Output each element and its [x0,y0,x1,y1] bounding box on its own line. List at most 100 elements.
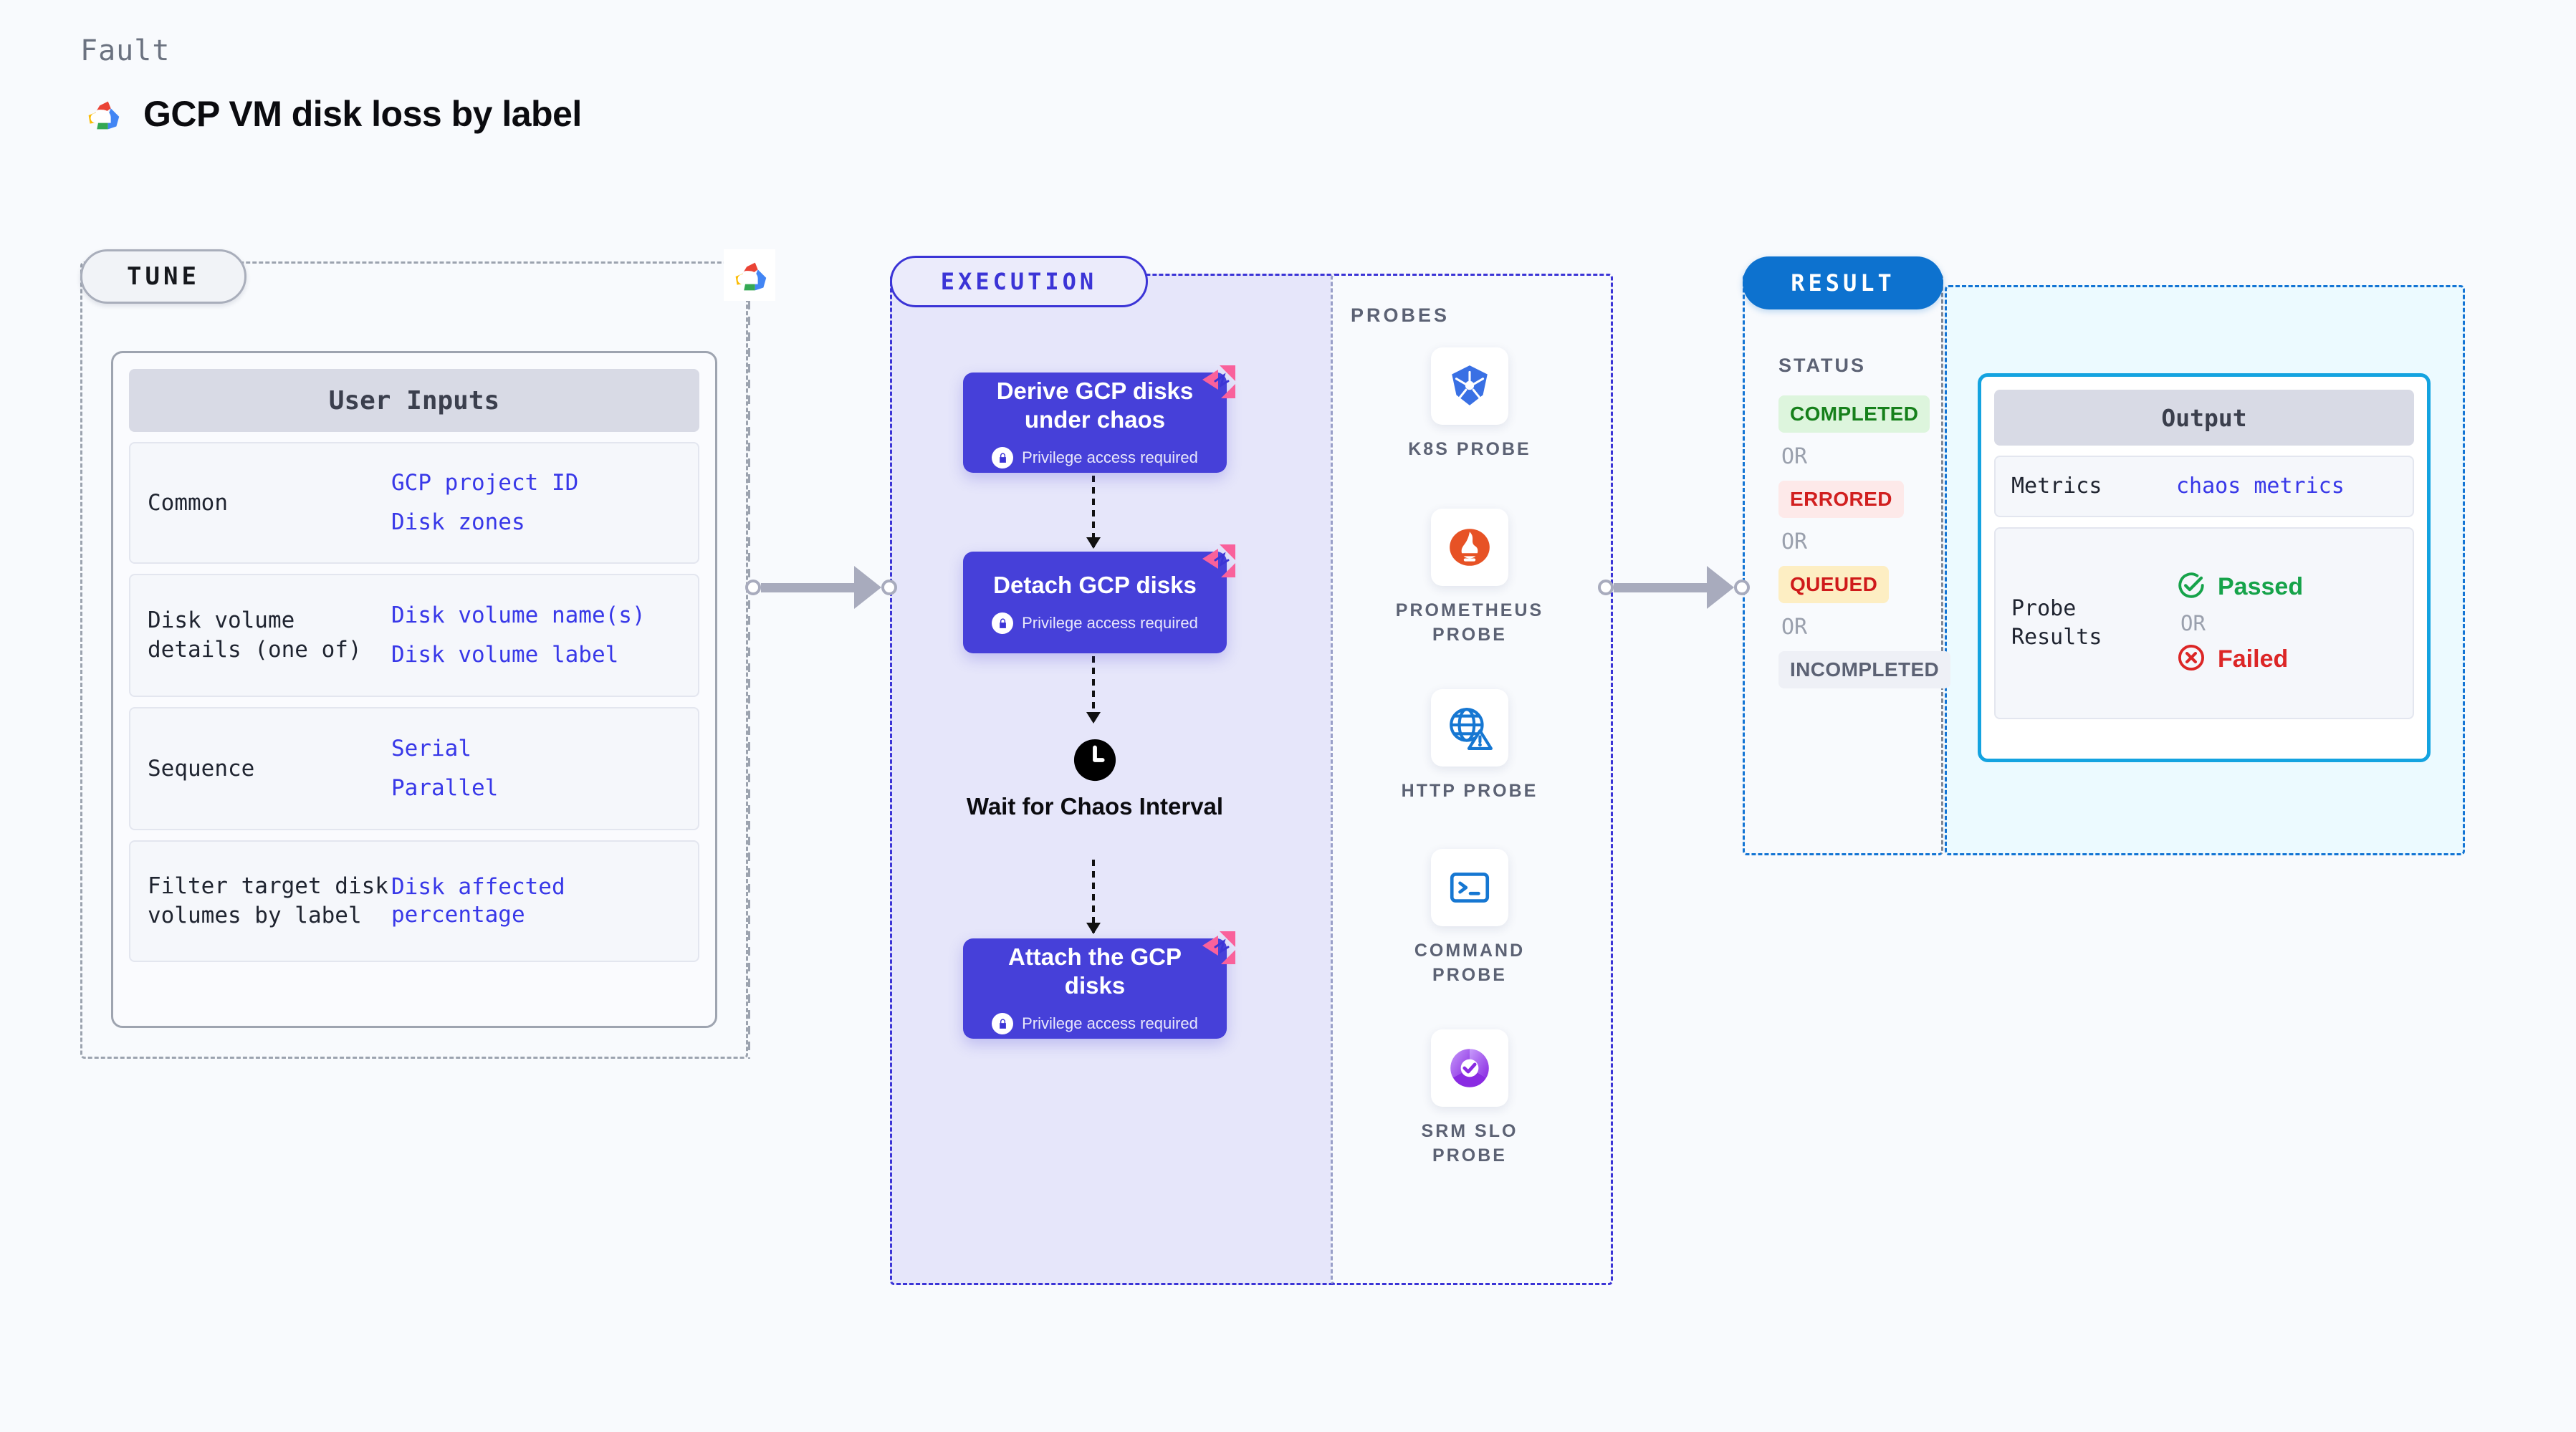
probes-panel [1331,274,1613,1285]
status-or-separator: OR [1781,444,1808,469]
harness-chaos-logo-icon [1200,362,1238,401]
probes-section-label: PROBES [1351,304,1450,326]
node-privilege-note: Privilege access required [992,1013,1198,1035]
flow-arrow-icon [1086,923,1101,934]
connector-bar [761,582,854,592]
connector-arrow-icon [854,566,881,609]
row-value[interactable]: GCP project ID [391,470,579,496]
probe-result-or-separator: OR [2180,611,2206,635]
probe-item-http[interactable]: HTTP PROBE [1387,689,1553,804]
output-card: Output Metrics chaos metrics Probe Resul… [1978,373,2431,762]
connector-end-dot [1734,580,1750,595]
table-row: Common GCP project ID Disk zones [129,442,699,564]
probe-item-prometheus[interactable]: PROMETHEUS PROBE [1387,509,1553,648]
probe-label: HTTP PROBE [1401,781,1538,801]
probe-result-label: Passed [2218,573,2304,600]
page-title: GCP VM disk loss by label [143,94,582,134]
user-inputs-card: User Inputs Common GCP project ID Disk z… [111,351,717,1028]
table-row: Disk volume details (one of) Disk volume… [129,574,699,697]
tune-section-pill[interactable]: TUNE [80,249,246,304]
result-panel [1743,274,1943,855]
tune-panel-border [80,261,748,1059]
terminal-icon [1431,849,1508,926]
table-row: Metrics chaos metrics [1994,456,2414,517]
execution-section-pill[interactable]: EXECUTION [890,256,1148,307]
node-privilege-text: Privilege access required [1022,448,1198,467]
harness-chaos-logo-icon [1200,542,1238,580]
probe-result-passed: Passed [2176,570,2303,604]
flow-dash-line [1092,860,1095,933]
row-value[interactable]: Serial [391,736,471,762]
gcp-cloud-logo-icon [80,92,125,136]
row-key: Disk volume details (one of) [148,607,362,663]
row-value[interactable]: Disk volume label [391,642,619,668]
probe-result-failed: Failed [2176,643,2303,676]
connector-end-dot [881,580,897,595]
tune-provider-dropline [748,301,750,1059]
row-value[interactable]: Disk affected percentage [391,874,565,928]
row-value[interactable]: chaos metrics [2176,474,2345,499]
execution-node-wait[interactable]: Wait for Chaos Interval [963,738,1227,821]
connector-bar [1614,582,1707,592]
row-key: Probe Results [2011,596,2102,650]
status-badge: COMPLETED [1778,395,1930,433]
row-key: Common [148,489,228,516]
flow-arrow-icon [1086,712,1101,724]
result-panel-border [1743,274,1943,855]
execution-node-detach[interactable]: Detach GCP disks Privilege access requir… [963,544,1235,653]
row-key: Sequence [148,755,255,782]
clock-icon [1073,738,1117,782]
probe-item-srm-slo[interactable]: SRM SLO PROBE [1387,1029,1553,1168]
connector-execution-to-result [1598,566,1750,609]
execution-node-derive[interactable]: Derive GCP disks under chaos Privilege a… [963,365,1235,473]
probe-item-command[interactable]: COMMAND PROBE [1387,849,1553,988]
lock-icon [992,447,1014,469]
row-value[interactable]: Disk zones [391,509,525,535]
connector-arrow-icon [1707,566,1734,609]
execution-node-attach[interactable]: Attach the GCP disks Privilege access re… [963,931,1235,1039]
node-title: Attach the GCP disks [1007,943,1182,999]
node-title: Derive GCP disks under chaos [996,377,1194,433]
flow-connector-2 [1086,656,1101,724]
node-privilege-text: Privilege access required [1022,1014,1198,1033]
row-key: Filter target disk volumes by label [148,873,388,928]
connector-tune-to-execution [745,566,897,609]
flow-arrow-icon [1086,537,1101,549]
table-row: Sequence Serial Parallel [129,707,699,830]
tune-provider-gcp-badge [724,249,775,301]
flow-dash-line [1092,656,1095,722]
prometheus-icon [1431,509,1508,586]
node-title: Detach GCP disks [993,571,1197,598]
connector-start-dot [1598,580,1614,595]
node-privilege-text: Privilege access required [1022,614,1198,633]
kubernetes-icon [1431,347,1508,425]
table-row: Probe Results Passed OR [1994,527,2414,719]
row-value[interactable]: Disk volume name(s) [391,602,646,629]
probe-label: COMMAND PROBE [1414,941,1526,985]
srm-slo-icon [1431,1029,1508,1107]
lock-icon [992,612,1014,635]
row-key: Metrics [2011,474,2102,499]
result-section-pill[interactable]: RESULT [1743,256,1943,309]
output-card-title: Output [1994,390,2414,446]
flow-dash-line [1092,476,1095,547]
probe-result-label: Failed [2218,645,2289,673]
status-badge-list: COMPLETED OR ERRORED OR QUEUED OR INCOMP… [1778,395,1951,688]
user-inputs-title: User Inputs [129,369,699,432]
probes-panel-border [1331,274,1613,1285]
probe-label: PROMETHEUS PROBE [1395,600,1544,645]
node-privilege-note: Privilege access required [992,447,1198,469]
harness-chaos-logo-icon [1200,928,1238,967]
status-or-separator: OR [1781,615,1808,640]
check-circle-icon [2176,570,2206,604]
table-row: Filter target disk volumes by label Disk… [129,840,699,962]
row-value[interactable]: Parallel [391,775,499,801]
probe-item-k8s[interactable]: K8S PROBE [1387,347,1553,462]
wait-node-label: Wait for Chaos Interval [966,793,1224,820]
status-badge: QUEUED [1778,566,1890,603]
lock-icon [992,1013,1014,1035]
page-kicker: Fault [80,34,171,67]
connector-start-dot [745,580,761,595]
tune-panel [80,261,748,1059]
